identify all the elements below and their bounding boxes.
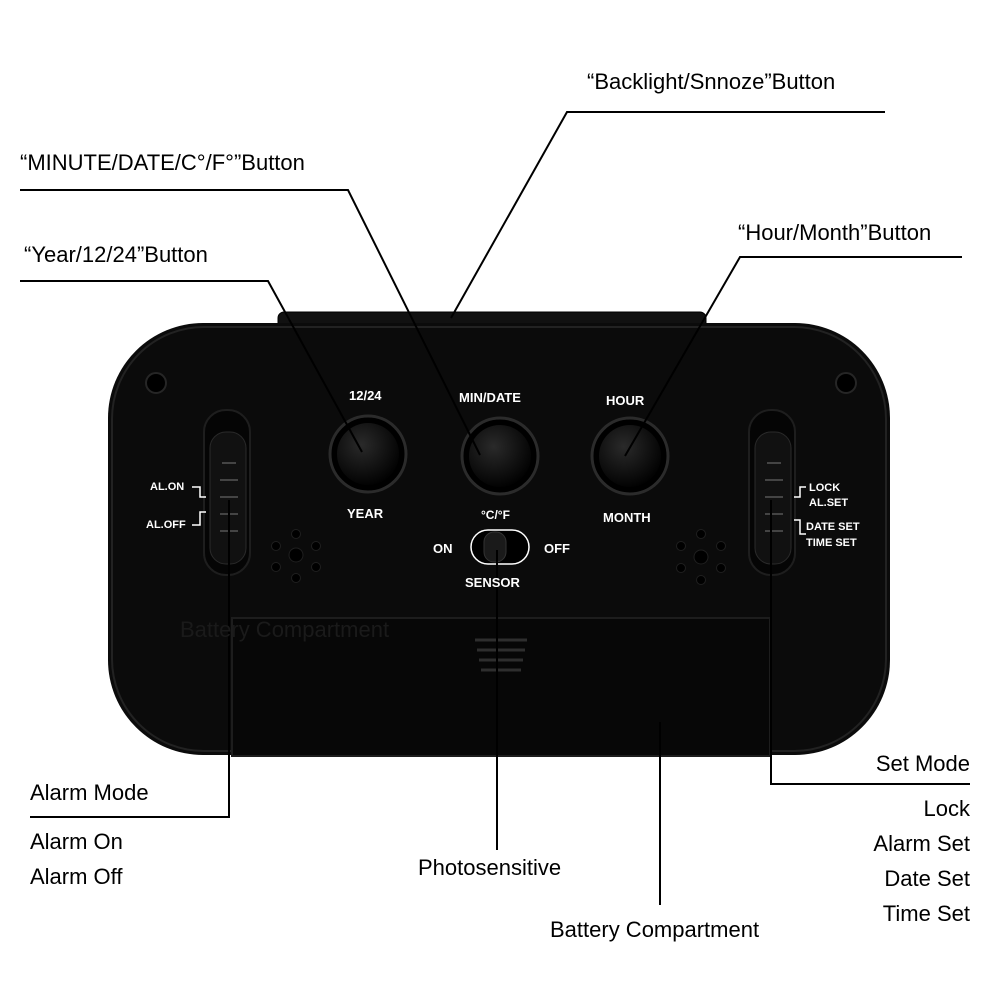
sensor-toggle[interactable] xyxy=(470,529,530,565)
btn-hour-label: HOUR xyxy=(606,393,645,408)
set-mode-callout: Set Mode xyxy=(875,751,970,776)
set-mode-switch[interactable] xyxy=(748,409,796,576)
hour-callout: “Hour/Month”Button xyxy=(738,220,932,245)
alarm-mode-switch[interactable] xyxy=(203,409,251,576)
btn-min-label: MIN/DATE xyxy=(459,390,521,405)
date-set-callout: Date Set xyxy=(884,866,970,891)
speaker-grille-right xyxy=(676,529,726,585)
hour-month-button[interactable] xyxy=(590,416,670,496)
btn-cf-label: °C/°F xyxy=(481,508,510,522)
battery-embossed-label: Battery Compartment xyxy=(180,617,390,642)
lock-label: LOCK xyxy=(809,482,841,494)
backlight-callout: “Backlight/Snnoze”Button xyxy=(587,69,836,94)
btn-month-label: MONTH xyxy=(603,510,651,525)
leader-lines xyxy=(20,111,970,905)
alarm-mode-callout: Alarm Mode xyxy=(30,780,149,805)
alarm-on-callout: Alarm On xyxy=(30,829,123,854)
battery-compartment xyxy=(231,617,771,757)
alarm-off-callout: Alarm Off xyxy=(30,864,123,889)
year-1224-button[interactable] xyxy=(328,414,408,494)
btn-1224-label: 12/24 xyxy=(349,388,382,403)
lock-callout: Lock xyxy=(923,796,970,821)
year-callout: “Year/12/24”Button xyxy=(24,242,208,267)
screw-hole-left xyxy=(145,372,167,394)
time-set-callout: Time Set xyxy=(882,901,970,926)
al-set-label: AL.SET xyxy=(809,497,849,509)
btn-year-label: YEAR xyxy=(347,506,384,521)
screw-hole-right xyxy=(835,372,857,394)
al-on-label: AL.ON xyxy=(150,481,185,493)
min-date-button[interactable] xyxy=(460,416,540,496)
time-set-label: TIME SET xyxy=(806,537,857,549)
battery-callout: Battery Compartment xyxy=(550,917,760,942)
alarm-set-callout: Alarm Set xyxy=(873,831,970,856)
sensor-off-label: OFF xyxy=(544,541,570,556)
date-set-label: DATE SET xyxy=(806,521,860,533)
speaker-grille-left xyxy=(271,529,321,583)
sensor-label: SENSOR xyxy=(465,575,520,590)
al-off-label: AL.OFF xyxy=(146,519,186,531)
sensor-on-label: ON xyxy=(433,541,453,556)
minute-callout: “MINUTE/DATE/C°/F°”Button xyxy=(20,150,305,175)
photosensitive-callout: Photosensitive xyxy=(418,855,562,880)
